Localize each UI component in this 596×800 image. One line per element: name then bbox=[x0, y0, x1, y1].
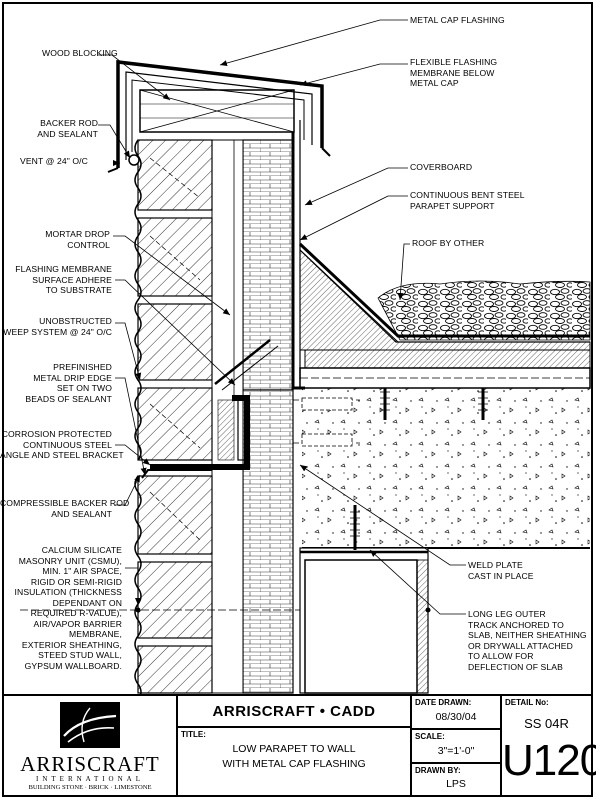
date-value: 08/30/04 bbox=[435, 711, 477, 723]
slab-anchors bbox=[301, 388, 488, 550]
insulation bbox=[217, 399, 235, 461]
drawing-title: LOW PARAPET TO WALL WITH METAL CAP FLASH… bbox=[222, 743, 366, 770]
label-wood-blocking: WOOD BLOCKING bbox=[42, 48, 118, 58]
masonry-units bbox=[134, 139, 213, 696]
drip-edge bbox=[141, 469, 212, 479]
label-vent: VENT @ 24" O/C bbox=[20, 156, 88, 166]
logo-cell: ARRISCRAFT INTERNATIONAL BUILDING STONE … bbox=[2, 696, 178, 797]
cadd-title: ARRISCRAFT • CADD bbox=[212, 703, 376, 720]
roof-insulation bbox=[304, 349, 591, 369]
cadd-header: ARRISCRAFT • CADD bbox=[178, 696, 412, 728]
flashing-diagonal bbox=[214, 339, 271, 385]
detail-sub: SS 04R bbox=[524, 716, 569, 731]
bent-steel-support bbox=[291, 120, 305, 390]
title-caption: TITLE: bbox=[181, 730, 206, 739]
label-roof-by-other: ROOF BY OTHER bbox=[412, 238, 485, 248]
drawn-by-cell: DRAWN BY: LPS bbox=[412, 764, 502, 797]
company-tagline: BUILDING STONE · BRICK · LIMESTONE bbox=[28, 784, 152, 791]
roof-membrane bbox=[298, 242, 590, 338]
company-name: ARRISCRAFT bbox=[20, 752, 160, 776]
arriscraft-logo-mark bbox=[60, 702, 120, 748]
scale-caption: SCALE: bbox=[415, 732, 445, 741]
leader-lines bbox=[98, 19, 466, 615]
date-caption: DATE DRAWN: bbox=[415, 698, 472, 707]
label-coverboard: COVERBOARD bbox=[410, 162, 473, 172]
gravel-ballast bbox=[377, 280, 591, 341]
detail-number: U120 bbox=[502, 736, 596, 785]
detail-caption: DETAIL No: bbox=[505, 698, 549, 707]
scale-cell: SCALE: 3"=1'-0" bbox=[412, 730, 502, 764]
parapet-stud bbox=[242, 139, 294, 391]
metal-cap bbox=[116, 60, 324, 168]
detail-cell: DETAIL No: SS 04R U120 bbox=[502, 696, 596, 797]
backer-rod-top bbox=[128, 154, 140, 166]
concrete-slab bbox=[302, 388, 590, 548]
label-metal-cap: METAL CAP FLASHING bbox=[410, 15, 505, 25]
title-cell: TITLE: LOW PARAPET TO WALL WITH METAL CA… bbox=[178, 728, 412, 797]
drawn-caption: DRAWN BY: bbox=[415, 766, 461, 775]
scale-value: 3"=1'-0" bbox=[437, 745, 475, 757]
title-block: ARRISCRAFT INTERNATIONAL BUILDING STONE … bbox=[2, 694, 596, 797]
company-sub: INTERNATIONAL bbox=[36, 775, 144, 783]
section-drawing bbox=[20, 19, 591, 696]
drawn-by-value: LPS bbox=[446, 778, 466, 790]
date-cell: DATE DRAWN: 08/30/04 bbox=[412, 696, 502, 730]
